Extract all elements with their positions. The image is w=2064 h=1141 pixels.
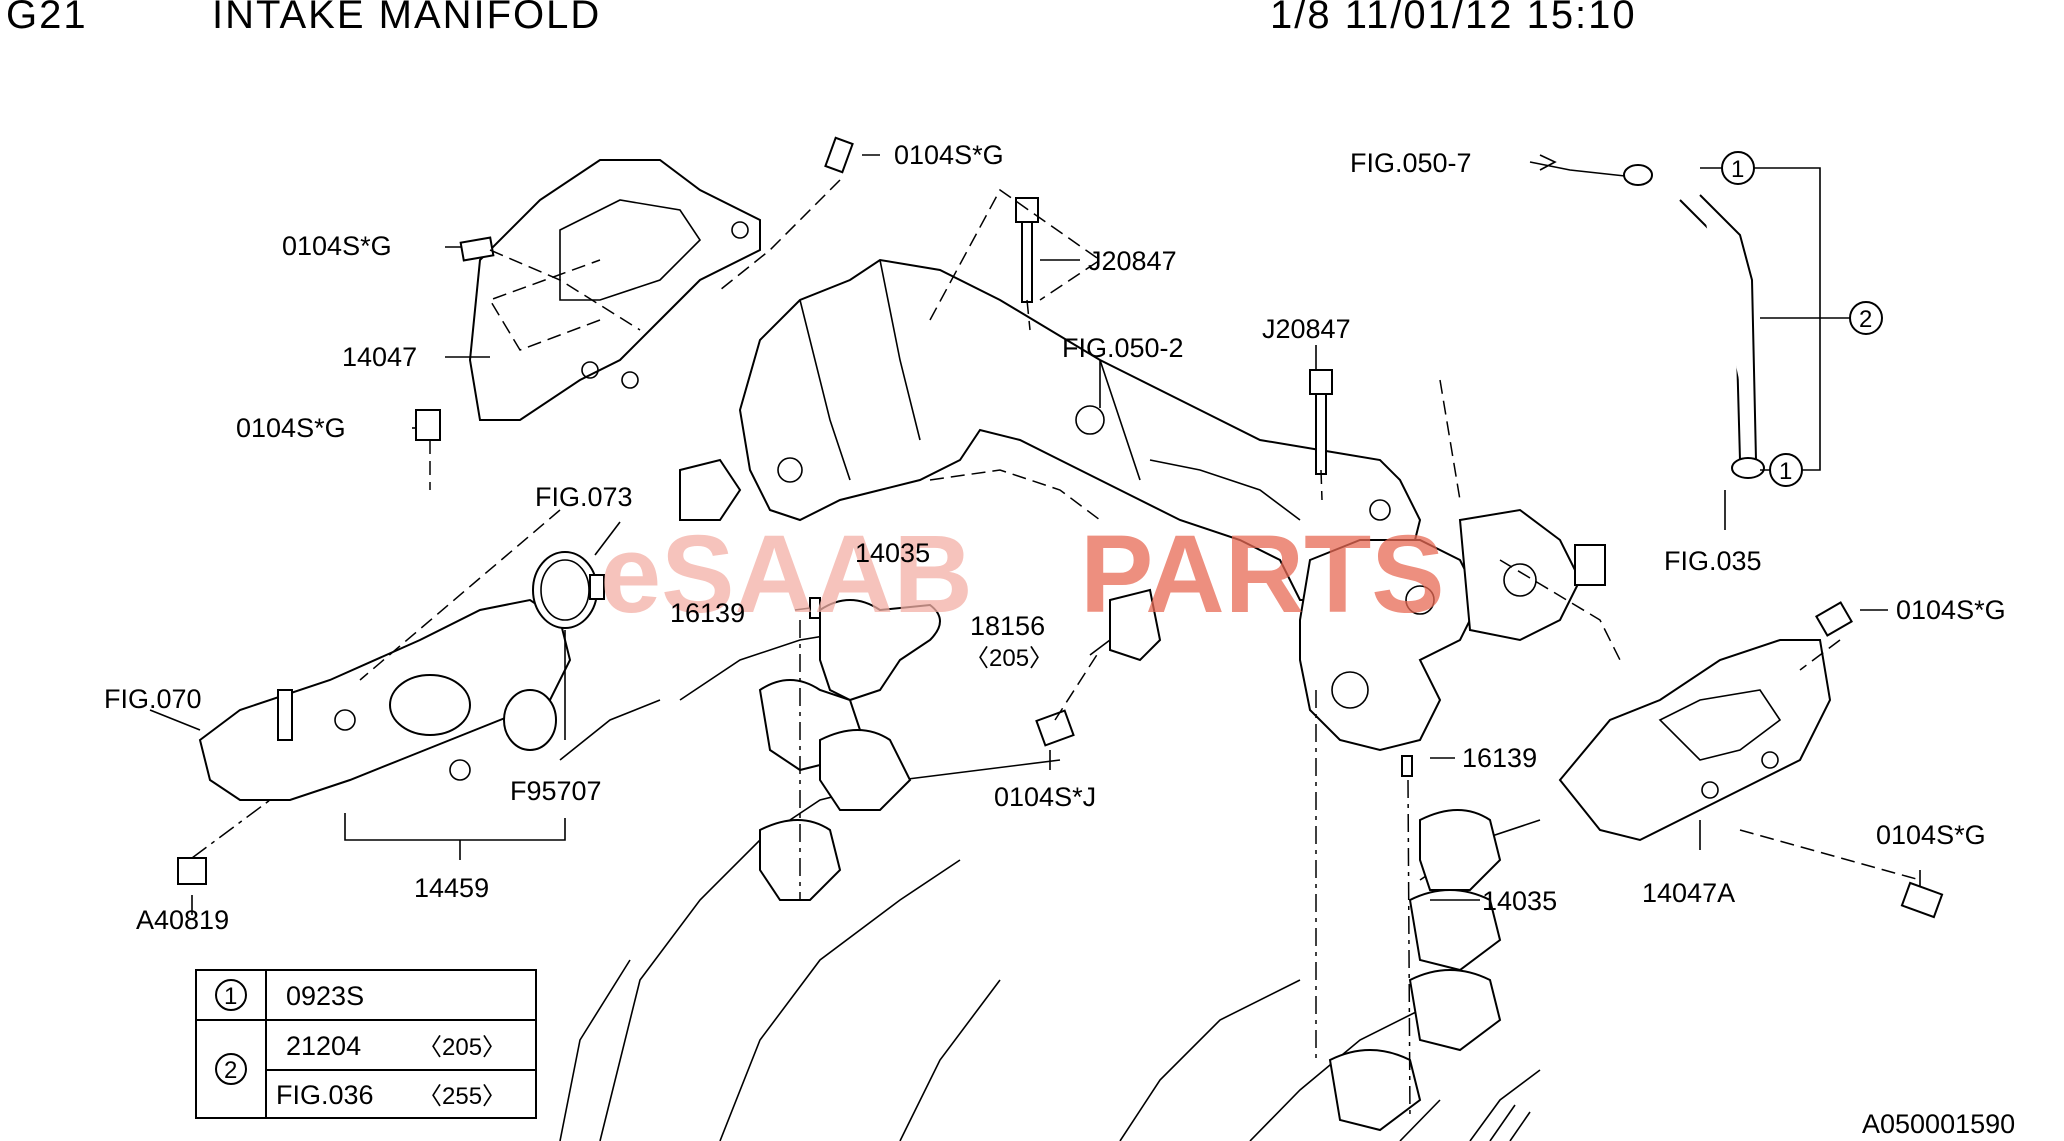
legend-part-1: 0923S <box>286 981 364 1011</box>
pin-16139-right <box>1401 755 1413 777</box>
label-fig-050-2: FIG.050-2 <box>1062 333 1184 363</box>
label-gasket-lower: 14035 <box>1482 886 1557 916</box>
svg-text:1: 1 <box>1779 458 1792 485</box>
legend-table: 1 0923S 2 21204 〈205〉 FIG.036 〈255〉 <box>195 969 537 1119</box>
bolt-mid-left <box>415 409 441 441</box>
page-info: 1/8 11/01/12 15:10 <box>1270 0 1637 37</box>
label-fig-035: FIG.035 <box>1664 546 1762 576</box>
label-bracket-18156-code: 〈205〉 <box>965 645 1053 672</box>
page-title: INTAKE MANIFOLD <box>212 0 601 37</box>
legend-code-2: 〈205〉 <box>418 1034 506 1061</box>
label-fig-073: FIG.073 <box>535 482 633 512</box>
watermark: eSAAB PARTS <box>600 513 1445 636</box>
label-pin-left: 16139 <box>670 598 745 628</box>
legend-part-3: FIG.036 <box>276 1080 374 1110</box>
label-bolt-right-lower: 0104S*G <box>1876 820 1986 850</box>
legend-num-1-icon <box>215 979 247 1011</box>
label-bracket-14047: 14047 <box>342 342 417 372</box>
stud-j20847-top <box>1015 197 1039 303</box>
label-bolt-top: 0104S*G <box>894 140 1004 170</box>
bolt-j <box>1035 709 1075 747</box>
label-stud-mid: J20847 <box>1262 314 1351 344</box>
label-gasket-upper: 14035 <box>855 538 930 568</box>
legend-part-2: 21204 <box>286 1031 361 1061</box>
legend-num-2: 2 <box>224 1057 237 1084</box>
svg-text:2: 2 <box>1859 306 1872 333</box>
label-bracket-18156: 18156 <box>970 611 1045 641</box>
label-fig-070: FIG.070 <box>104 684 202 714</box>
label-bolt-a: A40819 <box>136 905 229 935</box>
clamp-f95707 <box>532 551 605 629</box>
bracket-18156 <box>1109 588 1162 662</box>
legend-num-1: 1 <box>224 983 237 1010</box>
callout-1-top: 1 <box>1721 151 1755 185</box>
assembly-lines <box>191 179 1921 1121</box>
svg-text:1: 1 <box>1731 156 1744 183</box>
bolt-a40819 <box>177 857 207 885</box>
label-clamp: F95707 <box>510 776 602 806</box>
bracket-14047 <box>468 159 761 421</box>
label-bolt-mid-left: 0104S*G <box>236 413 346 443</box>
leader-lines <box>149 154 1921 915</box>
throttle-body-housing <box>1299 508 1606 752</box>
label-bracket-right: 14047A <box>1642 878 1735 908</box>
bolt-right-upper <box>1815 601 1853 637</box>
label-bolt-right-upper: 0104S*G <box>1896 595 2006 625</box>
legend-num-2-icon <box>215 1053 247 1085</box>
label-bolt-j: 0104S*J <box>994 782 1096 812</box>
watermark-text-parts: PARTS <box>1080 513 1445 636</box>
gasket-14035-lower <box>1328 809 1502 1132</box>
vacuum-hose <box>1623 164 1765 479</box>
callout-1-bottom: 1 <box>1769 453 1803 487</box>
label-stud-top: J20847 <box>1088 246 1177 276</box>
intake-manifold-upper <box>679 258 1422 601</box>
bracket-14047a <box>1558 639 1832 842</box>
label-duct: 14459 <box>414 873 489 903</box>
label-pin-right: 16139 <box>1462 743 1537 773</box>
image-id: A050001590 <box>1862 1109 2015 1139</box>
legend-code-3: 〈255〉 <box>418 1083 506 1110</box>
bolt-right-lower <box>1900 881 1944 919</box>
diagram-code: G21 <box>6 0 88 37</box>
bolt-upper-left <box>459 236 495 262</box>
watermark-text-esaab: eSAAB <box>600 513 973 636</box>
air-duct-14459 <box>198 598 572 801</box>
callout-2: 2 <box>1849 301 1883 335</box>
label-fig-050-7: FIG.050-7 <box>1350 148 1472 178</box>
bolt-top <box>824 136 854 174</box>
label-bolt-upper-left: 0104S*G <box>282 231 392 261</box>
